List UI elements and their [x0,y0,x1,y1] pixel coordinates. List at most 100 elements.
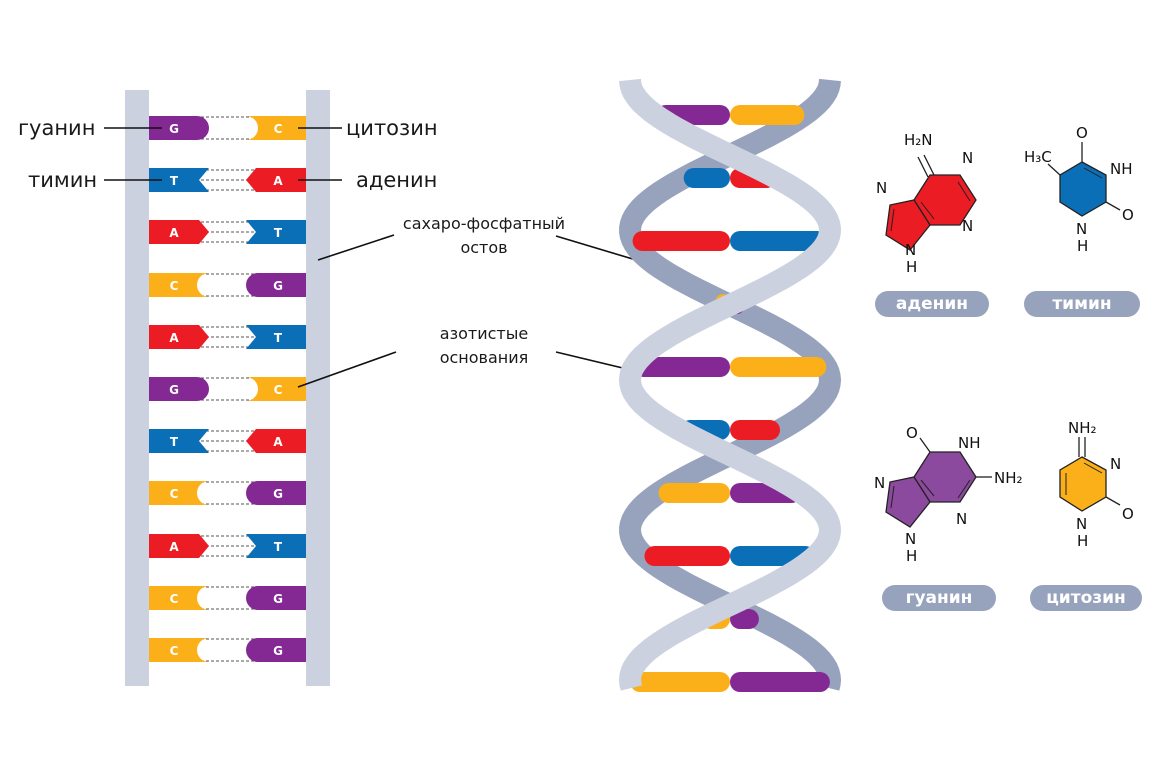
annotation-backbone-line2: остов [460,238,508,257]
base-cytosine [246,377,306,401]
helix-base-guanine [730,672,830,692]
leader-bases-left [297,351,397,388]
helix-base-cytosine [630,672,730,692]
adenine-atom-h9: H [906,258,917,276]
thymine-structure: O H₃C NH O N H [1024,124,1134,255]
guanine-atom-n3: N [956,510,967,528]
cytosine-atom-h1: H [1077,532,1088,550]
base-adenine [149,220,209,245]
helix-front-strand [618,78,841,691]
base-letter: T [274,331,283,345]
thymine-atom-o4: O [1076,124,1088,142]
backbone-left-strand [125,90,149,686]
helix-base-adenine [632,231,730,251]
guanine-structure: O NH NH₂ N N N H [874,424,1023,565]
annotation-bases: азотистые основания [384,322,584,370]
leader-backbone-left [317,234,395,261]
thymine-atom-methyl: H₃C [1024,148,1052,166]
cytosine-atom-o2: O [1122,505,1134,523]
helix-strand-light [618,78,841,691]
base-letter: G [273,592,283,606]
base-thymine [246,533,306,558]
thymine-atom-n1: N [1076,220,1087,238]
base-letter: G [169,122,179,136]
base-cytosine [149,585,209,610]
guanine-atom-n1: NH [958,434,981,452]
base-guanine [246,638,306,662]
name-pill-adenine: аденин [875,291,989,317]
thymine-atom-n3: NH [1110,160,1133,178]
helix-base-cytosine [730,357,827,377]
helix-strand-dark [619,78,842,691]
adenine-atom-n7: N [876,179,887,197]
label-thymine: тимин [28,168,98,192]
base-adenine [246,429,306,454]
thymine-atom-h1: H [1077,237,1088,255]
adenine-structure: H₂N N N N N H [876,131,977,276]
adenine-atom-n3: N [962,217,973,235]
annotation-backbone-line1: сахаро-фосфатный [402,214,566,233]
base-thymine [149,429,209,454]
base-letter: C [170,487,179,501]
adenine-atom-n1: N [962,149,973,167]
base-guanine [149,377,209,401]
base-thymine [246,220,306,245]
base-letter: G [169,383,179,397]
name-pill-thymine: тимин [1024,291,1140,317]
helix-back-strand [619,78,842,691]
helix-base-adenine [730,420,780,440]
guanine-atom-o6: O [906,424,918,442]
label-guanine: гуанин [18,116,96,140]
thymine-ring [1059,161,1107,217]
base-letter: T [274,540,283,554]
annotation-bases-line2: основания [439,348,529,367]
base-letter: T [274,226,283,240]
adenine-atom-amine: H₂N [904,131,933,149]
base-cytosine [149,481,209,506]
base-adenine [149,533,209,558]
base-letter: A [273,174,283,188]
base-thymine [149,168,209,193]
helix-base-guanine [633,357,730,377]
label-adenine: аденин [356,168,438,192]
name-pill-guanine: гуанин [882,585,996,611]
base-letter: A [169,540,179,554]
base-letter: G [273,279,283,293]
helix-base-cytosine [730,105,805,125]
annotation-bases-line1: азотистые [439,324,529,343]
cytosine-atom-n3: N [1110,455,1121,473]
base-cytosine [246,116,306,140]
base-letter: C [170,644,179,658]
backbone-right-strand [306,90,330,686]
double-helix [618,78,842,692]
base-letter: G [273,487,283,501]
helix-base-guanine [730,609,759,629]
helix-base-cytosine [658,483,730,503]
thymine-atom-o2: O [1122,206,1134,224]
name-pill-cytosine: цитозин [1030,585,1142,611]
cytosine-atom-amine: NH₂ [1068,419,1097,437]
annotation-backbone: сахаро-фосфатный остов [384,212,584,260]
base-guanine [149,116,209,140]
guanine-atom-h9: H [906,547,917,565]
base-cytosine [149,272,209,297]
adenine-atom-n9: N [905,241,916,259]
guanine-atom-amine: NH₂ [994,469,1023,487]
helix-base-thymine [730,231,828,251]
guanine-atom-n9: N [905,530,916,548]
base-letter: A [169,226,179,240]
base-letter: G [273,644,283,658]
base-letter: C [274,383,283,397]
base-thymine [246,324,306,349]
base-cytosine [149,638,209,662]
